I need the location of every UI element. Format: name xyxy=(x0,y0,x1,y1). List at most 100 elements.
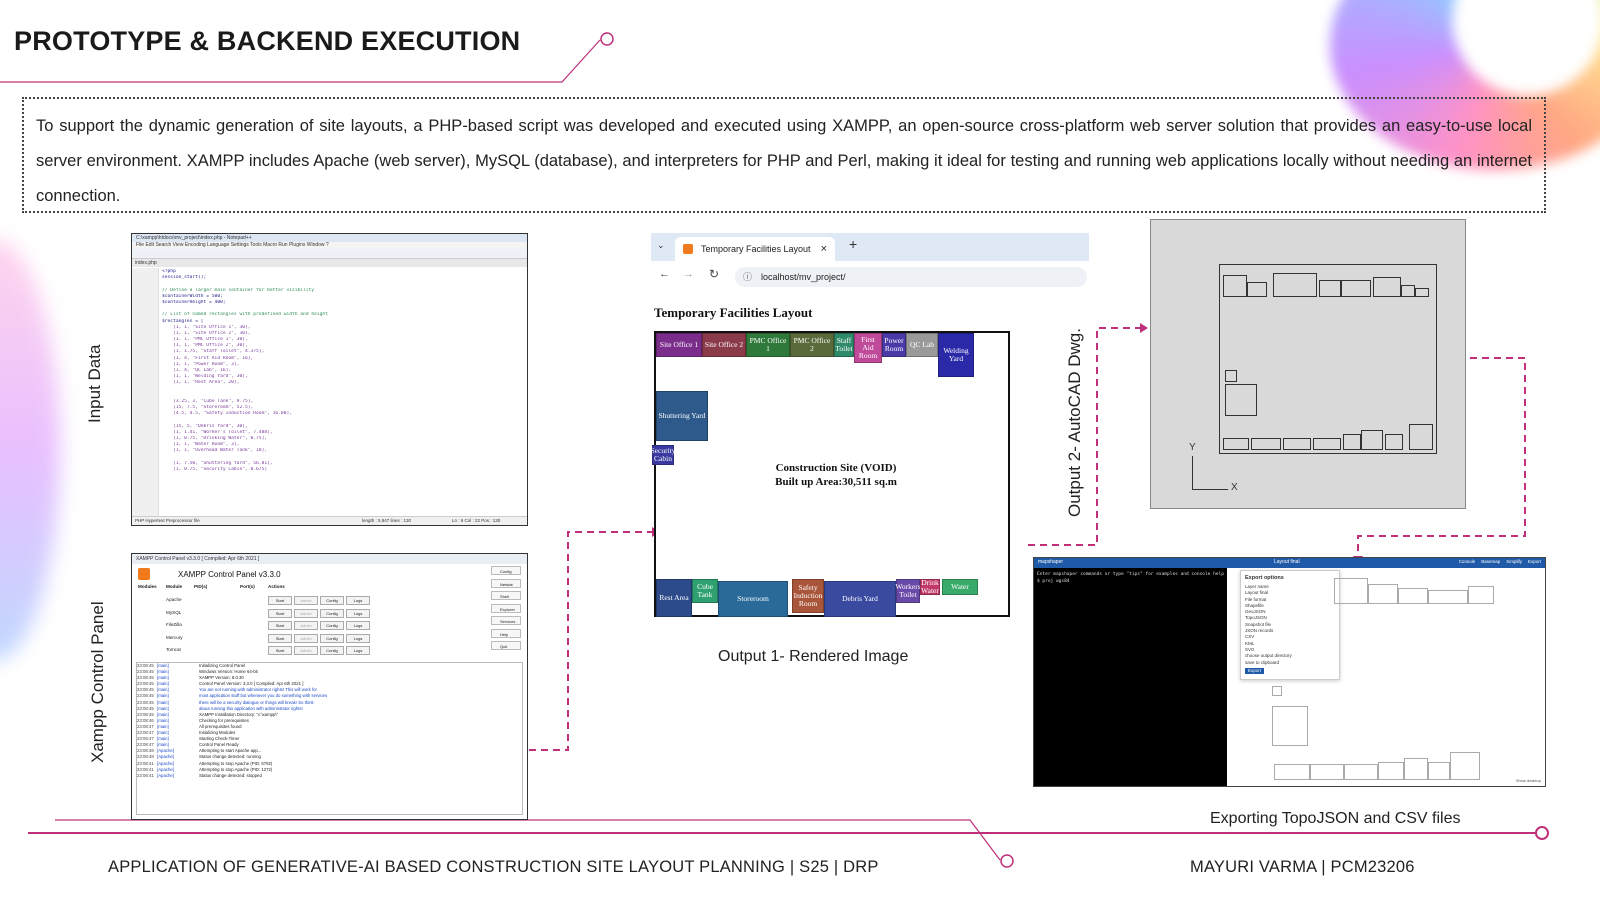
site-info-icon[interactable]: ⓘ xyxy=(743,272,753,282)
xampp-side-shell-button[interactable]: Shell xyxy=(491,591,521,600)
xampp-admin-button[interactable]: Admin xyxy=(294,646,318,655)
line-gutter xyxy=(132,268,159,517)
log-line: 23:08:41[Apache]Attempting to stop Apach… xyxy=(137,767,522,773)
xampp-config-button[interactable]: Config xyxy=(320,646,344,655)
code-line: [3.25, 3, "Cube Tank", 9.75], xyxy=(162,398,254,404)
export-field[interactable]: Layout final xyxy=(1245,590,1269,596)
cad-block xyxy=(1283,438,1311,450)
xampp-logs-button[interactable]: Logs xyxy=(346,621,370,630)
xampp-side-services-button[interactable]: Services xyxy=(491,616,521,625)
xampp-module-name: MySQL xyxy=(166,609,182,615)
xampp-start-button[interactable]: Start xyxy=(268,633,292,643)
export-field[interactable]: choose output directory xyxy=(1245,653,1292,659)
code-line: [1, 1, "Water Room", 3], xyxy=(162,442,240,448)
cad-x-label: X xyxy=(1231,482,1238,493)
code-line: [15, 5, "Debris Yard", 30], xyxy=(162,423,248,429)
export-field[interactable]: File format xyxy=(1245,596,1267,602)
xampp-logs-button[interactable]: Logs xyxy=(346,608,370,618)
construction-site-title: Construction Site (VOID) xyxy=(775,462,897,474)
xampp-start-button[interactable]: Start xyxy=(268,608,292,618)
label-input-data: Input Data xyxy=(85,344,104,423)
xampp-header: Actions xyxy=(268,584,285,589)
tab-close-icon[interactable]: × xyxy=(820,243,827,255)
code-line: [1, 0.75, "Drinking Water", 0.75], xyxy=(162,436,268,442)
xampp-log: 23:08:45 [main] Initializing Control Panel… xyxy=(136,662,523,815)
xampp-config-button[interactable]: Config xyxy=(320,633,344,643)
mapshaper-console[interactable]: Enter mapshaper commands or type "tips" … xyxy=(1034,568,1227,786)
xampp-side-explorer-button[interactable]: Explorer xyxy=(491,603,521,613)
tab-dropdown-icon[interactable]: ⌄ xyxy=(657,240,665,250)
log-module: [main] xyxy=(157,742,169,748)
log-line: 23:08:45[main]most application stuff but… xyxy=(137,693,522,699)
xampp-admin-button[interactable]: Admin xyxy=(294,596,318,605)
xampp-admin-button[interactable]: Admin xyxy=(294,621,318,630)
export-field[interactable]: KML xyxy=(1245,640,1255,646)
cad-site-boundary xyxy=(1219,264,1437,454)
construction-site-label: Construction Site (VOID) Built up Area:3… xyxy=(756,461,916,489)
xampp-logs-button[interactable]: Logs xyxy=(346,596,370,605)
cad-block xyxy=(1319,280,1341,297)
code-line: <?php xyxy=(162,269,176,274)
xampp-start-button[interactable]: Start xyxy=(268,621,292,630)
cad-block xyxy=(1313,438,1341,450)
xampp-config-button[interactable]: Config xyxy=(320,596,344,605)
xampp-start-button[interactable]: Start xyxy=(268,596,292,605)
xampp-config-button[interactable]: Config xyxy=(320,621,344,630)
export-dialog-title: Export options xyxy=(1245,575,1284,581)
xampp-module-name: Mercury xyxy=(166,634,183,640)
log-line: 23:08:45[main]Control Panel Version: 3.3… xyxy=(137,681,522,687)
forward-icon[interactable]: → xyxy=(683,268,694,280)
xampp-admin-button[interactable]: Admin xyxy=(294,633,318,643)
browser-addressbar: ← → ↻ ⓘ localhost/mv_project/ xyxy=(651,261,1089,293)
log-time: 23:08:47 xyxy=(137,742,154,748)
map-shape xyxy=(1368,584,1398,604)
xampp-logs-button[interactable]: Logs xyxy=(346,646,370,655)
code-line: [1, 1, "PMC Office 1", 30], xyxy=(162,337,248,343)
cad-block xyxy=(1223,275,1247,297)
xampp-logs-button[interactable]: Logs xyxy=(346,633,370,643)
log-message: Initializing Control Panel xyxy=(199,663,246,668)
export-field[interactable]: CSV xyxy=(1245,634,1255,640)
url-input[interactable]: ⓘ localhost/mv_project/ xyxy=(735,267,1087,287)
cad-block xyxy=(1385,434,1403,450)
export-field[interactable]: save to clipboard xyxy=(1245,659,1280,665)
xampp-start-button[interactable]: Start xyxy=(268,646,292,655)
mapshaper-menu-item[interactable]: Export xyxy=(1527,559,1541,564)
mapshaper-menu-item[interactable]: Simplify xyxy=(1506,559,1522,564)
reload-icon[interactable]: ↻ xyxy=(709,267,720,281)
layer-selector[interactable]: Layout final xyxy=(1274,559,1300,565)
export-field[interactable]: Shapefile xyxy=(1245,602,1264,608)
browser-tab[interactable]: Temporary Facilities Layout × xyxy=(675,237,835,261)
log-time: 23:08:45 xyxy=(137,699,154,705)
export-field[interactable]: Export xyxy=(1245,667,1265,675)
export-field[interactable]: JSON records xyxy=(1245,628,1274,634)
log-time: 23:08:45 xyxy=(137,675,154,681)
log-time: 23:08:45 xyxy=(137,681,154,687)
xampp-side-quit-button[interactable]: Quit xyxy=(491,641,521,650)
xampp-side-help-button[interactable]: Help xyxy=(491,628,521,638)
export-field[interactable]: TopoJSON xyxy=(1245,615,1267,621)
mapshaper-menu-item[interactable]: Console xyxy=(1458,559,1476,564)
code-line: $rectangles = [ xyxy=(162,318,204,324)
xampp-config-button[interactable]: Config xyxy=(320,608,344,618)
xampp-side-config-button[interactable]: Config xyxy=(491,566,521,575)
browser-tab-title: Temporary Facilities Layout xyxy=(701,244,811,254)
log-module: [main] xyxy=(157,736,169,742)
export-field[interactable]: SVG xyxy=(1245,646,1255,652)
xampp-side-netstat-button[interactable]: Netstat xyxy=(491,578,521,588)
new-tab-icon[interactable]: + xyxy=(849,236,858,252)
log-module: [main] xyxy=(157,723,169,729)
show-desktop[interactable]: Show desktop xyxy=(1515,778,1541,783)
export-field[interactable]: GeoJSON xyxy=(1245,609,1266,615)
code-line: // List of named rectangles with predefi… xyxy=(162,312,328,318)
export-field[interactable]: Snapshot file xyxy=(1245,621,1272,627)
xampp-admin-button[interactable]: Admin xyxy=(294,608,318,618)
log-time: 23:08:41 xyxy=(137,772,154,778)
built-up-area: Built up Area:30,511 sq.m xyxy=(775,476,897,488)
export-field[interactable]: Layer name xyxy=(1245,584,1269,589)
mapshaper-menu-item[interactable]: Basemap xyxy=(1481,559,1501,564)
log-line: 23:08:47[main]All prerequisites found xyxy=(137,724,522,730)
back-icon[interactable]: ← xyxy=(659,268,670,280)
log-message: Attempting to stop Apache (PID: 5792) xyxy=(199,760,273,766)
